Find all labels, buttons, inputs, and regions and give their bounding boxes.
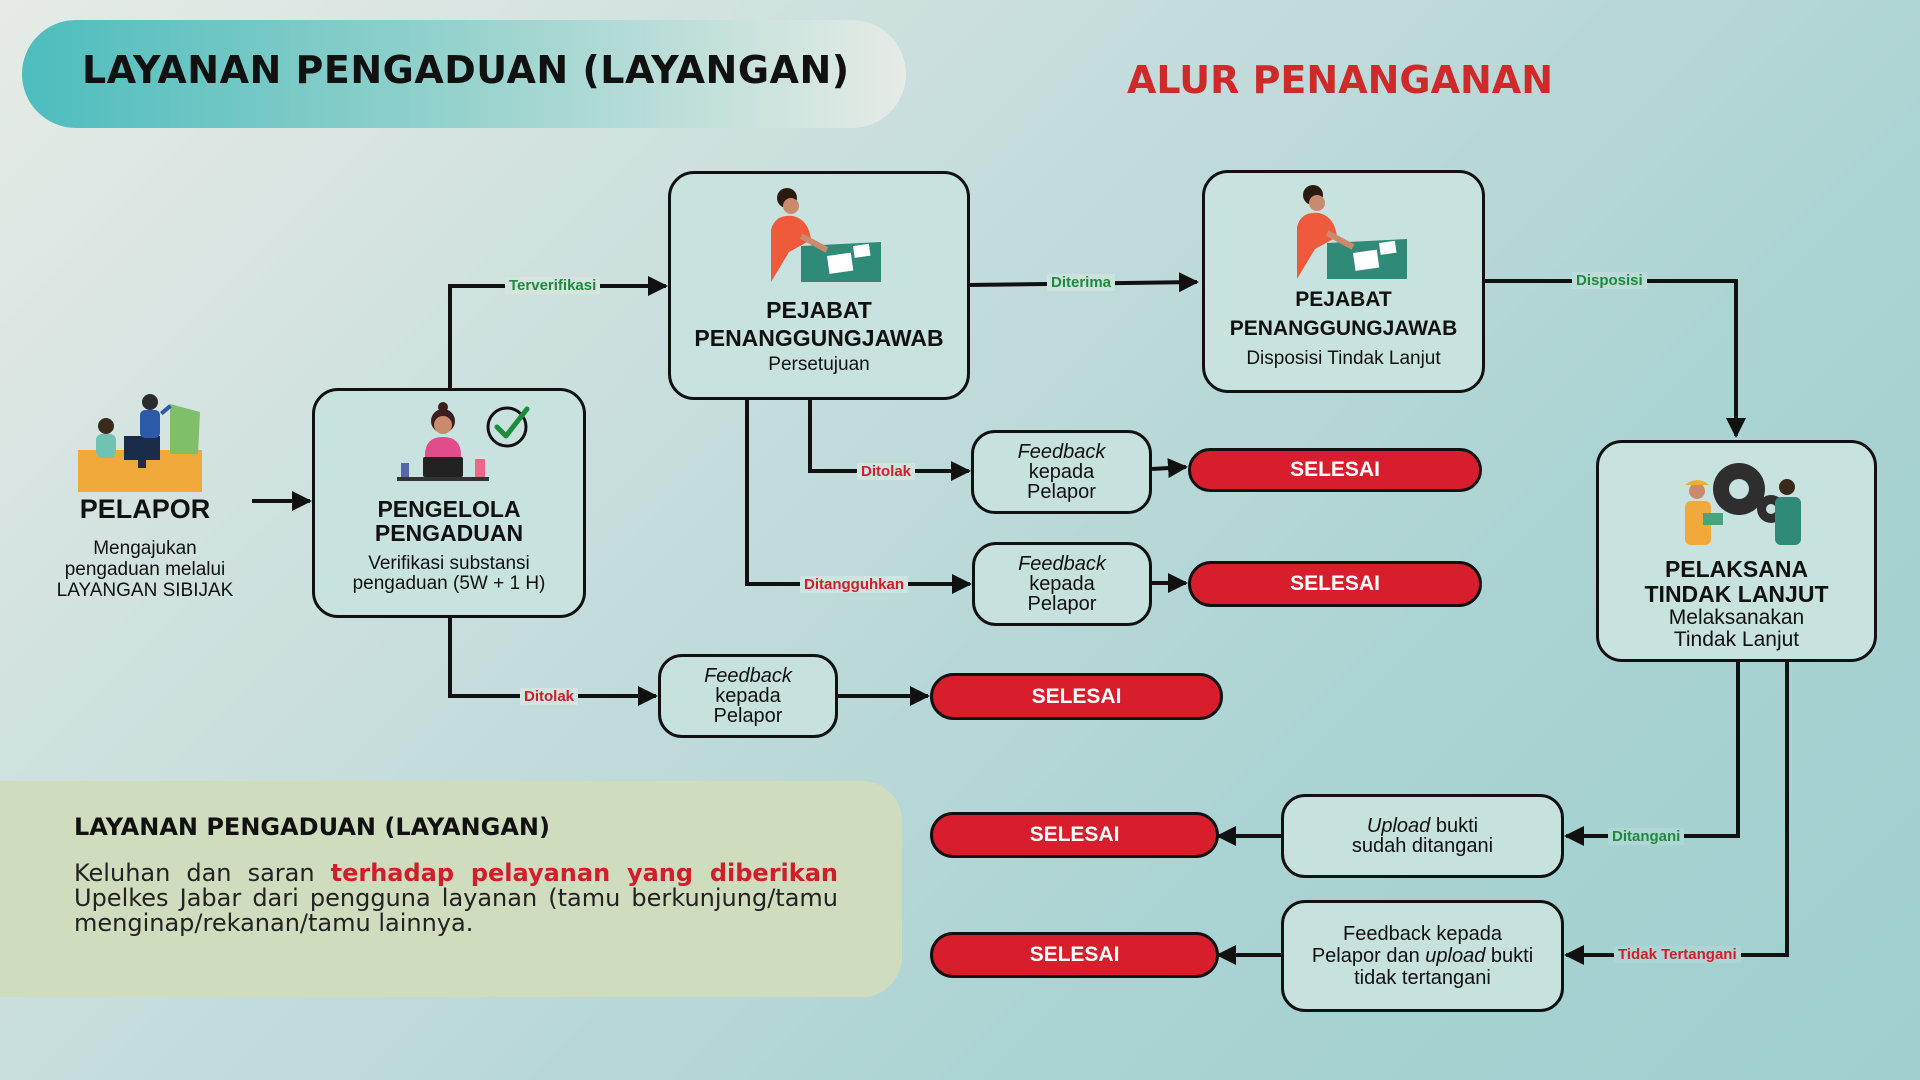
feedback-pelapor-ditolak-pengelola: Feedback kepada Pelapor [658, 654, 838, 738]
upload-bukti-ditangani-box: Upload bukti sudah ditangani [1281, 794, 1564, 878]
official-illustration [771, 188, 881, 282]
arrow-ditangani [1564, 662, 1740, 846]
arrow-disposisi [1485, 279, 1746, 438]
pelaksana-title: PELAKSANA TINDAK LANJUT [1644, 556, 1829, 607]
arrow-tidak-tertangani [1564, 662, 1789, 965]
edge-label-ditolak: Ditolak [520, 688, 579, 705]
arrow-terverifikasi [448, 276, 668, 388]
pejabat-disposisi-desc: Disposisi Tindak Lanjut [1246, 348, 1441, 369]
feedback-pelapor-ditangguhkan: Feedback kepada Pelapor [972, 542, 1152, 626]
arrow-ditangguhkan [745, 400, 972, 594]
edge-label-ditolak: Ditolak [857, 463, 916, 480]
gears-team-illustration [1685, 463, 1801, 545]
arrow-feedback-selesai-1 [1151, 458, 1188, 479]
info-panel: LAYANAN PENGADUAN (LAYANGAN) Keluhan dan… [0, 781, 902, 997]
edge-label-ditangguhkan: Ditangguhkan [800, 576, 908, 593]
selesai-terminal: SELESAI [930, 932, 1219, 978]
flow-subtitle: ALUR PENANGANAN [1126, 58, 1554, 102]
pejabat-persetujuan-desc: Persetujuan [768, 354, 870, 375]
edge-label-diterima: Diterima [1047, 274, 1116, 291]
edge-label-tidak-tertangani: Tidak Tertangani [1614, 946, 1741, 963]
pengelola-title: PENGELOLA PENGADUAN [374, 496, 524, 546]
pengelola-pengaduan-box: PENGELOLA PENGADUAN Verifikasi substansi… [312, 388, 586, 618]
pelapor-illustration [78, 394, 202, 492]
edge-label-ditangani: Ditangani [1608, 828, 1685, 845]
official-illustration [1297, 185, 1407, 279]
page-title: LAYANAN PENGADUAN (LAYANGAN) [82, 48, 850, 92]
pelapor-title: PELAPOR [79, 494, 211, 524]
info-text: Keluhan dan saran terhadap pelayanan yan… [74, 859, 838, 937]
checkmark-icon [486, 406, 530, 448]
pengelola-desc: Verifikasi substansi pengaduan (5W + 1 H… [352, 553, 546, 594]
arrow-pj-ditolak [808, 400, 971, 481]
arrow-pengelola-ditolak [448, 618, 658, 706]
pelaksana-box: PELAKSANA TINDAK LANJUT Melaksanakan Tin… [1596, 440, 1877, 662]
pejabat-persetujuan-box: PEJABAT PENANGGUNGJAWAB Persetujuan [668, 171, 970, 400]
selesai-terminal: SELESAI [1188, 448, 1482, 492]
edge-label-disposisi: Disposisi [1572, 272, 1647, 289]
pelapor-desc: Mengajukan pengaduan melalui LAYANGAN SI… [56, 538, 234, 601]
pejabat-disposisi-box: PEJABAT PENANGGUNGJAWAB Disposisi Tindak… [1202, 170, 1485, 393]
operator-illustration [397, 402, 489, 481]
selesai-terminal: SELESAI [930, 673, 1223, 720]
selesai-terminal: SELESAI [930, 812, 1219, 858]
pelaksana-desc: Melaksanakan Tindak Lanjut [1668, 606, 1805, 651]
edge-label-terverifikasi: Terverifikasi [505, 277, 601, 294]
title-banner: LAYANAN PENGADUAN (LAYANGAN) [22, 20, 906, 128]
pejabat-disposisi-title: PEJABAT PENANGGUNGJAWAB [1229, 288, 1458, 340]
feedback-tidak-tertangani-box: Feedback kepada Pelapor dan upload bukti… [1281, 900, 1564, 1012]
pejabat-persetujuan-title: PEJABAT PENANGGUNGJAWAB [694, 297, 944, 351]
feedback-pelapor-ditolak-pj: Feedback kepada Pelapor [971, 430, 1152, 514]
info-heading: LAYANAN PENGADUAN (LAYANGAN) [74, 813, 550, 841]
selesai-terminal: SELESAI [1188, 561, 1482, 607]
